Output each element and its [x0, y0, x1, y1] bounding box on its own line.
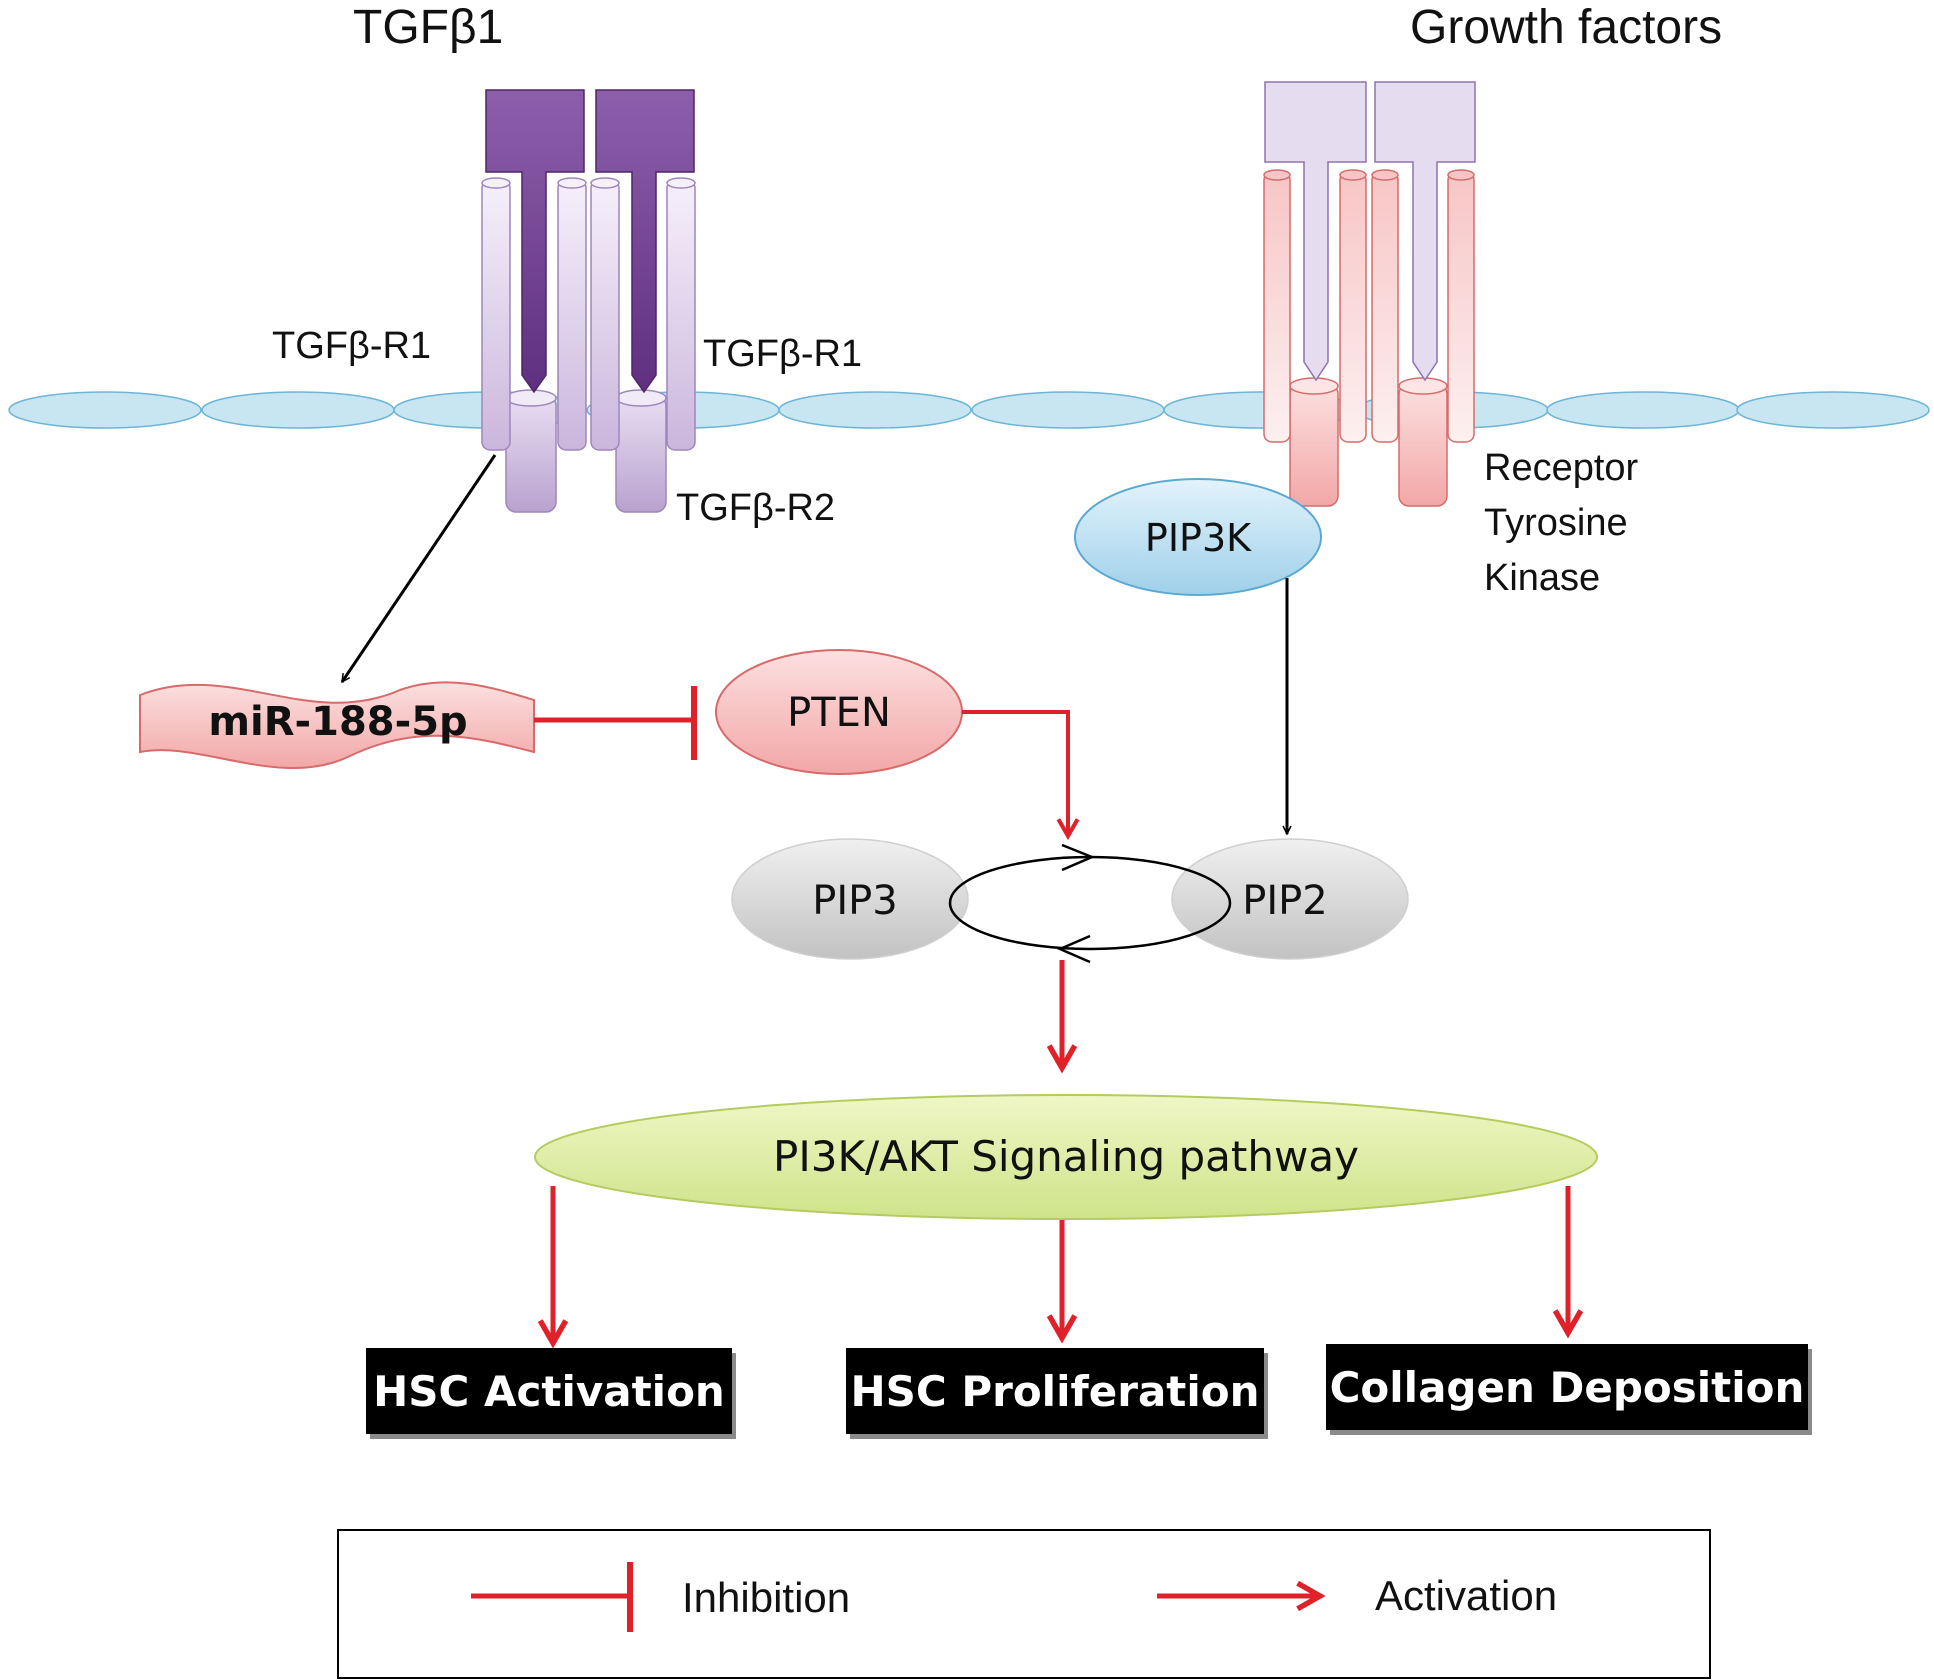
- rtk-label-line3: Kinase: [1484, 557, 1600, 599]
- tgf-beta1-label: TGFβ1: [353, 1, 503, 54]
- legend: Inhibition Activation: [337, 1529, 1711, 1679]
- tgf-receptor-complex: [481, 89, 696, 513]
- pten-label: PTEN: [787, 690, 891, 736]
- pi3k-akt-pathway-node: [534, 1094, 1598, 1220]
- hsc-activation-label: HSC Activation: [373, 1367, 725, 1416]
- cell-membrane: [8, 391, 1930, 429]
- mir-188-5p-label: miR-188-5p: [208, 699, 467, 745]
- rtk-label-line2: Tyrosine: [1484, 502, 1628, 544]
- pip3k-node: [1074, 478, 1322, 596]
- pip3-node: [731, 838, 969, 960]
- pip2-label: PIP2: [1242, 878, 1328, 924]
- growth-factors-label: Growth factors: [1410, 1, 1722, 54]
- pip3-label: PIP3: [812, 878, 898, 924]
- tgf-r1-right-label: TGFβ-R1: [703, 333, 862, 375]
- rtk-label-line1: Receptor: [1484, 447, 1639, 489]
- pten-to-pip3-arrow: [962, 710, 1080, 841]
- cycle-arrowhead-bottom: [1056, 934, 1091, 964]
- pip3k-label: PIP3K: [1145, 516, 1252, 560]
- cycle-arrowhead-top: [1061, 843, 1096, 872]
- tgf-to-mir-arrow: [340, 454, 497, 682]
- legend-activation-label: Activation: [1375, 1572, 1557, 1619]
- hsc-proliferation-label: HSC Proliferation: [850, 1367, 1259, 1416]
- tgf-r2-label: TGFβ-R2: [676, 487, 835, 529]
- rtk-complex: [1263, 81, 1476, 507]
- pip2-node: [1171, 838, 1409, 960]
- hsc-proliferation-box: HSC Proliferation: [846, 1348, 1268, 1439]
- tgf-r1-left-label: TGFβ-R1: [272, 325, 431, 367]
- pi3k-akt-pathway-label: PI3K/AKT Signaling pathway: [773, 1132, 1359, 1181]
- hsc-activation-box: HSC Activation: [366, 1348, 736, 1439]
- legend-inhibition-label: Inhibition: [682, 1574, 850, 1621]
- collagen-deposition-label: Collagen Deposition: [1330, 1363, 1805, 1412]
- collagen-deposition-box: Collagen Deposition: [1326, 1344, 1812, 1435]
- mir-188-5p-node: [139, 681, 535, 770]
